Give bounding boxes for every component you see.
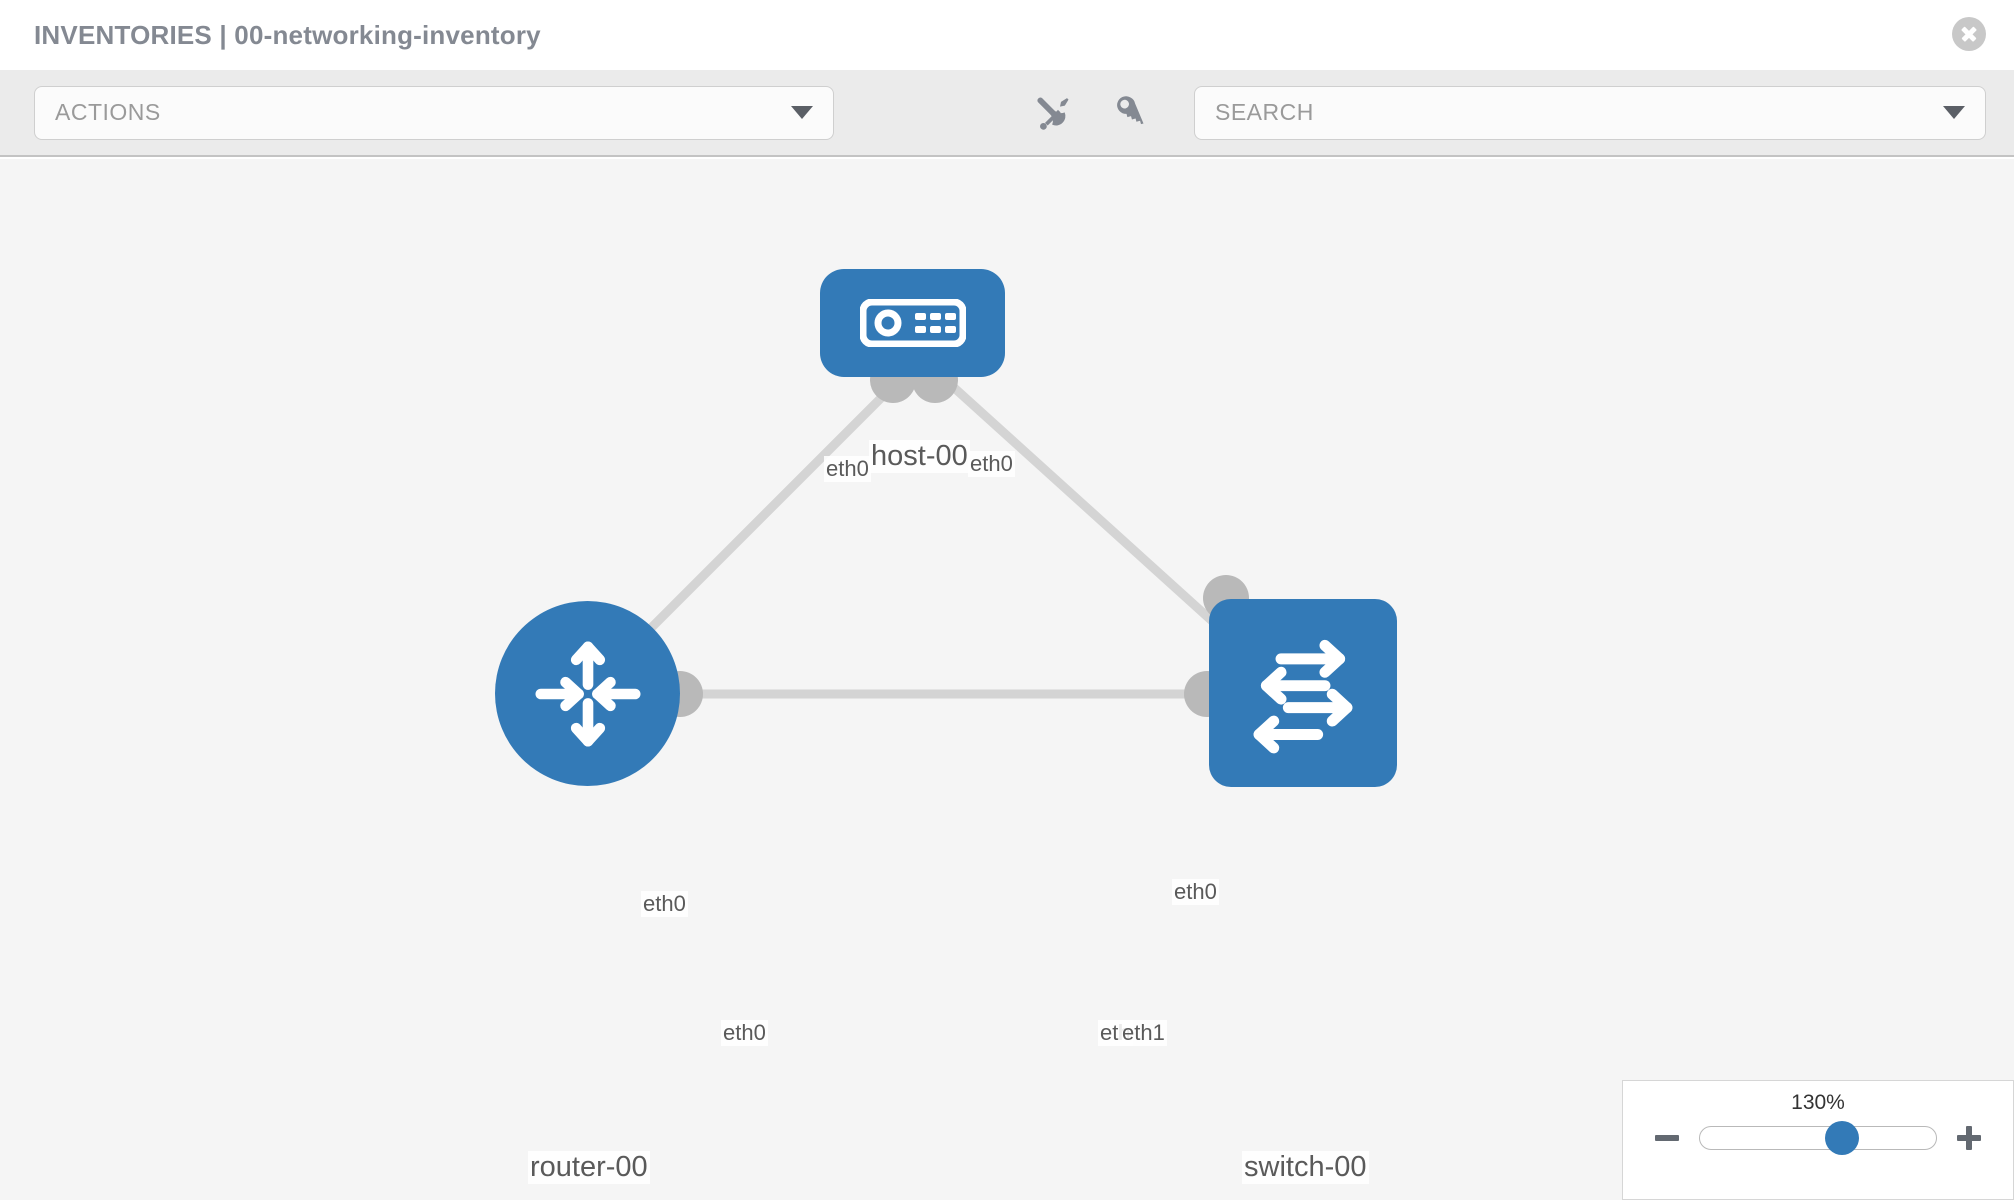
search-input-value: SEARCH bbox=[1215, 99, 1314, 125]
chevron-down-icon bbox=[791, 106, 813, 119]
minus-icon[interactable] bbox=[1653, 1124, 1681, 1152]
router-shape[interactable] bbox=[495, 601, 680, 786]
server-appliance-icon bbox=[859, 299, 966, 347]
toolbar-icon-group bbox=[1034, 93, 1148, 133]
zoom-level-label: 130% bbox=[1791, 1091, 1845, 1114]
zoom-slider-row bbox=[1653, 1121, 1983, 1155]
node-label-router-00: router-00 bbox=[528, 1151, 650, 1184]
search-input[interactable]: SEARCH bbox=[1194, 85, 1986, 140]
link-host-switch bbox=[946, 380, 1236, 643]
port-label-switch-up: eth0 bbox=[1172, 879, 1219, 905]
actions-dropdown[interactable]: ACTIONS bbox=[34, 85, 834, 140]
zoom-control-panel: 130% bbox=[1622, 1080, 2014, 1200]
link-host-router bbox=[636, 380, 899, 643]
zoom-slider[interactable] bbox=[1699, 1121, 1937, 1155]
plus-icon[interactable] bbox=[1955, 1124, 1983, 1152]
chevron-down-icon bbox=[1943, 106, 1965, 119]
switch-shape[interactable] bbox=[1209, 599, 1397, 787]
zoom-slider-thumb[interactable] bbox=[1824, 1121, 1859, 1155]
port-label-router-up: eth0 bbox=[641, 891, 688, 917]
port-label-host-right: eth0 bbox=[968, 451, 1015, 477]
router-arrows-icon bbox=[534, 640, 641, 747]
page-title: INVENTORIES | 00-networking-inventory bbox=[34, 19, 541, 50]
port-label-router-right: eth0 bbox=[721, 1020, 768, 1046]
topology-canvas[interactable]: eth0 host-00 eth0 eth0 eth0 router-00 bbox=[0, 159, 2014, 1200]
port-label-switch-left-b: eth1 bbox=[1120, 1020, 1167, 1046]
topology-links bbox=[636, 380, 1236, 699]
actions-dropdown-label: ACTIONS bbox=[55, 99, 161, 125]
node-label-host-00: host-00 bbox=[869, 440, 970, 473]
port-label-host-left: eth0 bbox=[824, 456, 871, 482]
close-icon[interactable] bbox=[1952, 17, 1986, 51]
toolbar: ACTIONS SEARCH bbox=[0, 70, 2014, 157]
key-icon[interactable] bbox=[1108, 93, 1148, 133]
node-label-switch-00: switch-00 bbox=[1242, 1151, 1369, 1184]
switch-arrows-icon bbox=[1253, 639, 1353, 754]
wrench-icon[interactable] bbox=[1034, 93, 1074, 133]
host-shape[interactable] bbox=[820, 269, 1005, 377]
page-header: INVENTORIES | 00-networking-inventory bbox=[0, 0, 2014, 70]
